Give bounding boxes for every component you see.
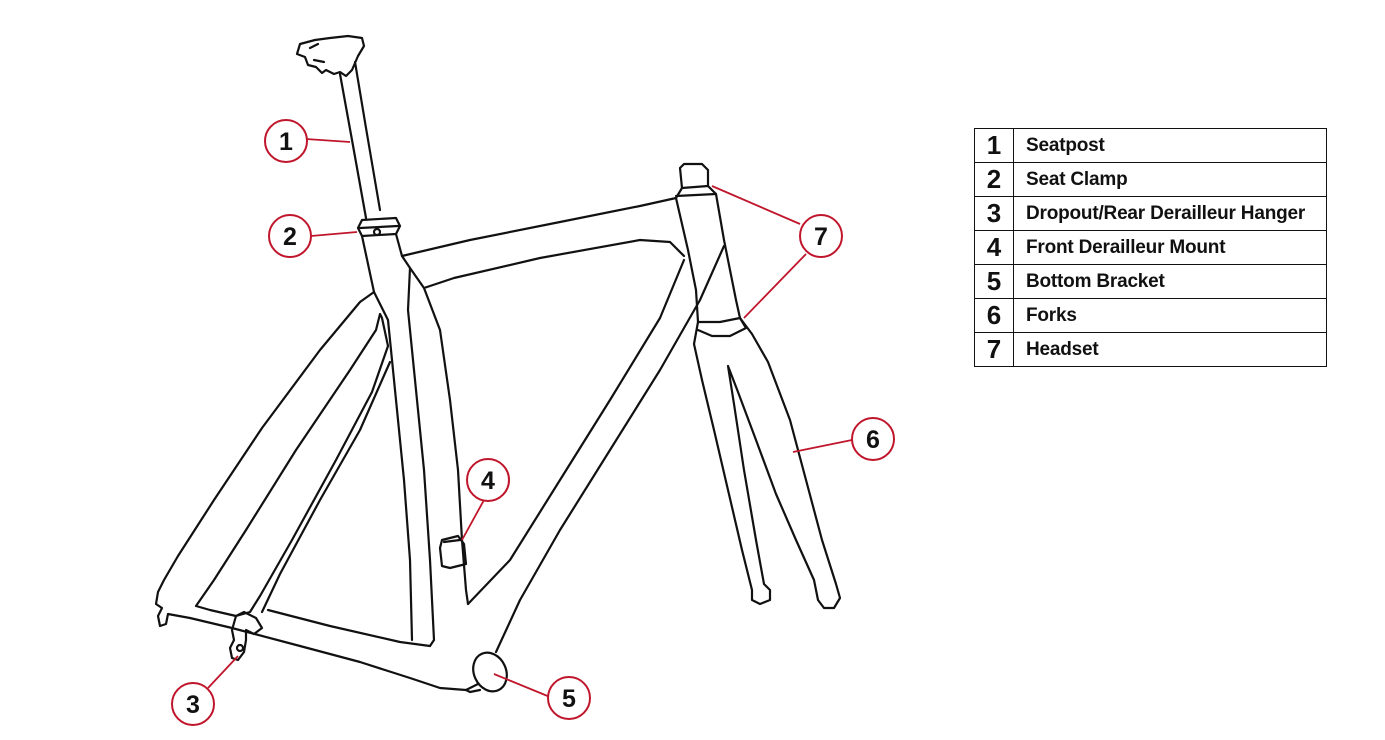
callout-2-number: 2 — [283, 223, 297, 251]
callout-1: 1 — [264, 119, 308, 163]
callout-7: 7 — [799, 214, 843, 258]
leader-line-4 — [461, 499, 485, 541]
legend-label: Seat Clamp — [1013, 162, 1327, 197]
legend-label: Bottom Bracket — [1013, 264, 1327, 299]
seatpost-shape — [295, 34, 382, 220]
leader-line-7b — [743, 253, 807, 319]
leader-lines — [207, 138, 853, 698]
callout-4-number: 4 — [481, 467, 495, 495]
legend-number: 1 — [974, 128, 1014, 163]
main-frame-outline — [154, 234, 480, 692]
legend-row: 7 Headset — [974, 332, 1327, 367]
leader-line-5 — [493, 673, 551, 698]
bottom-bracket-shape — [464, 651, 508, 694]
callout-6-number: 6 — [866, 426, 880, 454]
head-tube-shape — [674, 184, 742, 324]
callout-5-number: 5 — [562, 685, 576, 713]
legend-row: 3 Dropout/Rear Derailleur Hanger — [974, 196, 1327, 231]
parts-legend: 1 Seatpost 2 Seat Clamp 3 Dropout/Rear D… — [974, 128, 1327, 367]
bike-frame — [154, 34, 842, 694]
leader-line-3 — [207, 655, 239, 689]
legend-number: 2 — [974, 162, 1014, 197]
dropout-shape — [228, 610, 264, 662]
legend-row: 1 Seatpost — [974, 128, 1327, 163]
callout-4: 4 — [466, 458, 510, 502]
legend-number: 5 — [974, 264, 1014, 299]
leader-line-2 — [310, 231, 358, 237]
legend-label: Headset — [1013, 332, 1327, 367]
legend-row: 6 Forks — [974, 298, 1327, 333]
callout-6: 6 — [851, 417, 895, 461]
fork-shape — [692, 316, 842, 610]
leader-line-6 — [792, 439, 853, 453]
legend-row: 2 Seat Clamp — [974, 162, 1327, 197]
callout-3-number: 3 — [186, 691, 200, 719]
legend-number: 6 — [974, 298, 1014, 333]
legend-label: Forks — [1013, 298, 1327, 333]
seat-clamp-shape — [356, 216, 402, 238]
callout-7-number: 7 — [814, 223, 828, 251]
legend-label: Dropout/Rear Derailleur Hanger — [1013, 196, 1327, 231]
front-derailleur-mount-shape — [438, 534, 468, 570]
legend-number: 7 — [974, 332, 1014, 367]
legend-number: 3 — [974, 196, 1014, 231]
legend-number: 4 — [974, 230, 1014, 265]
leader-line-1 — [305, 138, 351, 143]
legend-label: Seatpost — [1013, 128, 1327, 163]
callout-5: 5 — [547, 676, 591, 720]
legend-label: Front Derailleur Mount — [1013, 230, 1327, 265]
callout-1-number: 1 — [279, 128, 293, 156]
callout-2: 2 — [268, 214, 312, 258]
legend-row: 4 Front Derailleur Mount — [974, 230, 1327, 265]
callout-3: 3 — [171, 682, 215, 726]
leader-line-7a — [711, 185, 801, 225]
legend-row: 5 Bottom Bracket — [974, 264, 1327, 299]
